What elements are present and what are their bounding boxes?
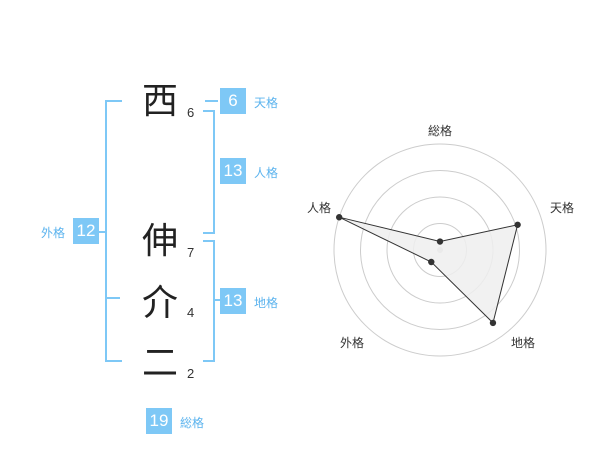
stroke-count-4: 2 [187,366,195,381]
chikaku-label: 地格 [254,296,279,310]
name-char-2: 伸 [141,221,178,262]
soukaku-label: 総格 [180,416,205,430]
radar-point-0 [436,238,444,245]
chikaku-bracket-connector [214,299,220,301]
radar-label-jinkaku: 人格 [307,201,332,215]
chikaku-badge: 13 [220,288,246,314]
gaikaku-bracket-connector [99,231,106,233]
stroke-count-3: 4 [187,305,195,320]
radar-ring [360,170,520,330]
gaikaku-bracket-tick [105,297,120,299]
chikaku-bracket [203,240,215,362]
jinkaku-bracket [203,110,215,234]
tenkaku-label: 天格 [254,96,279,110]
name-char-3: 介 [141,283,178,324]
radar-data-shape [338,216,519,324]
radar-ring [333,143,547,357]
stroke-count-1: 6 [187,105,195,120]
radar-label-chikaku: 地格 [511,336,536,350]
gaikaku-label: 外格 [41,226,66,240]
jinkaku-badge: 13 [220,158,246,184]
radar-label-tenkaku: 天格 [550,201,575,215]
radar-point-2 [489,319,497,327]
tenkaku-bracket [205,100,218,102]
radar-points [335,214,521,327]
radar-point-3 [428,258,435,266]
jinkaku-label: 人格 [254,166,279,180]
name-char-1: 西 [141,81,178,122]
radar-grid [333,143,547,357]
radar-point-4 [335,214,343,221]
name-char-4: 二 [141,343,178,384]
soukaku-badge: 19 [146,408,172,434]
tenkaku-badge: 6 [220,88,246,114]
radar-label-soukaku: 総格 [428,124,453,138]
gaikaku-bracket [105,100,122,362]
gaikaku-badge: 12 [73,218,99,244]
radar-label-gaikaku: 外格 [340,336,365,350]
stroke-count-2: 7 [187,245,195,260]
radar-point-1 [514,221,521,228]
